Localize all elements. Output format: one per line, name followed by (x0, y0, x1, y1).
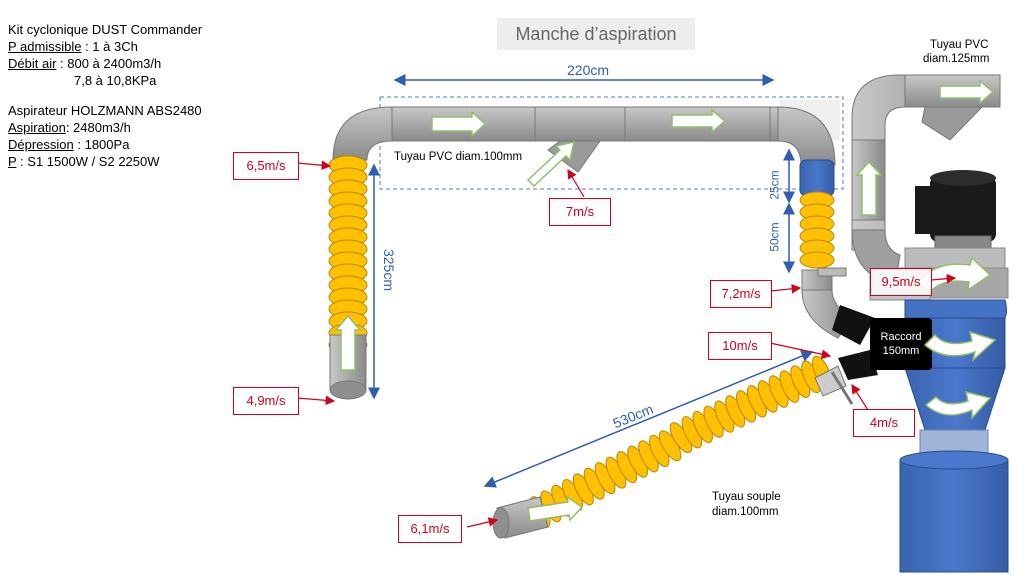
kit-pressure: 7,8 à 10,8KPa (74, 73, 157, 88)
velocity-label-8: 6,1m/s (398, 515, 462, 543)
flexible-hose-right (799, 191, 835, 269)
depression-label: Dépression (8, 137, 74, 152)
label-pvc-125-line1: Tuyau PVC (930, 39, 989, 51)
label-pvc-100: Tuyau PVC diam.100mm (394, 151, 523, 163)
power-label: P (8, 154, 17, 169)
raccord-line2: 150mm (882, 345, 920, 357)
kit-debit-line: Débit air : 800 à 2400m3/h (8, 56, 161, 72)
kit-debit-value: : 800 à 2400m3/h (56, 56, 162, 71)
velocity-label-3: 7m/s (549, 198, 611, 226)
label-souple-line2: diam.100mm (712, 506, 779, 518)
dimension-325: 325cm (381, 248, 398, 292)
aspiration-value: : 2480m3/h (65, 120, 131, 135)
dimension-50: 50cm (767, 222, 782, 252)
raccord-line1: Raccord (880, 331, 922, 343)
velocity-label-7: 4m/s (853, 409, 915, 437)
motor (915, 170, 996, 249)
velocity-pointers (296, 160, 957, 528)
aspirateur-name: Aspirateur HOLZMANN ABS2480 (8, 103, 202, 118)
depression-line: Dépression : 1800Pa (8, 137, 129, 153)
pvc-stub-left (329, 334, 367, 400)
dimension-25: 25cm (767, 170, 782, 200)
dimension-220: 220cm (567, 62, 610, 78)
aspiration-line: Aspiration: 2480m3/h (8, 120, 131, 136)
kit-p-line: P admissible : 1 à 3Ch (8, 39, 138, 55)
hose-ring (799, 251, 835, 269)
power-value: : S1 1500W / S2 2250W (16, 154, 160, 169)
pvc-elbow-left (332, 106, 393, 161)
depression-value: : 1800Pa (73, 137, 130, 152)
velocity-label-1: 6,5m/s (233, 152, 299, 180)
kit-name: Kit cyclonique DUST Commander (8, 22, 203, 37)
velocity-label-5: 10m/s (708, 332, 772, 360)
power-line: P : S1 1500W / S2 2250W (8, 154, 160, 170)
velocity-label-6: 9,5m/s (870, 268, 932, 296)
flow-arrows (334, 79, 995, 522)
pvc-125-loop (851, 74, 1001, 286)
velocity-label-2: 4,9m/s (233, 387, 299, 415)
diagram-title: Manche d’aspiration (497, 18, 695, 50)
kit-p-label: P admissible (8, 39, 82, 54)
velocity-label-4: 7,2m/s (710, 280, 772, 308)
blue-connector (799, 159, 835, 197)
kit-debit-label: Débit air (8, 56, 57, 71)
kit-p-value: : 1 à 3Ch (81, 39, 138, 54)
label-souple-line1: Tuyau souple (712, 491, 781, 503)
raccord-label: Raccord 150mm (872, 330, 930, 358)
dimension-lines (368, 74, 814, 488)
raccord-150 (832, 305, 932, 380)
label-pvc-125-line2: diam.125mm (923, 53, 990, 65)
aspiration-label: Aspiration (8, 120, 66, 135)
pvc-elbow-right (777, 106, 836, 166)
